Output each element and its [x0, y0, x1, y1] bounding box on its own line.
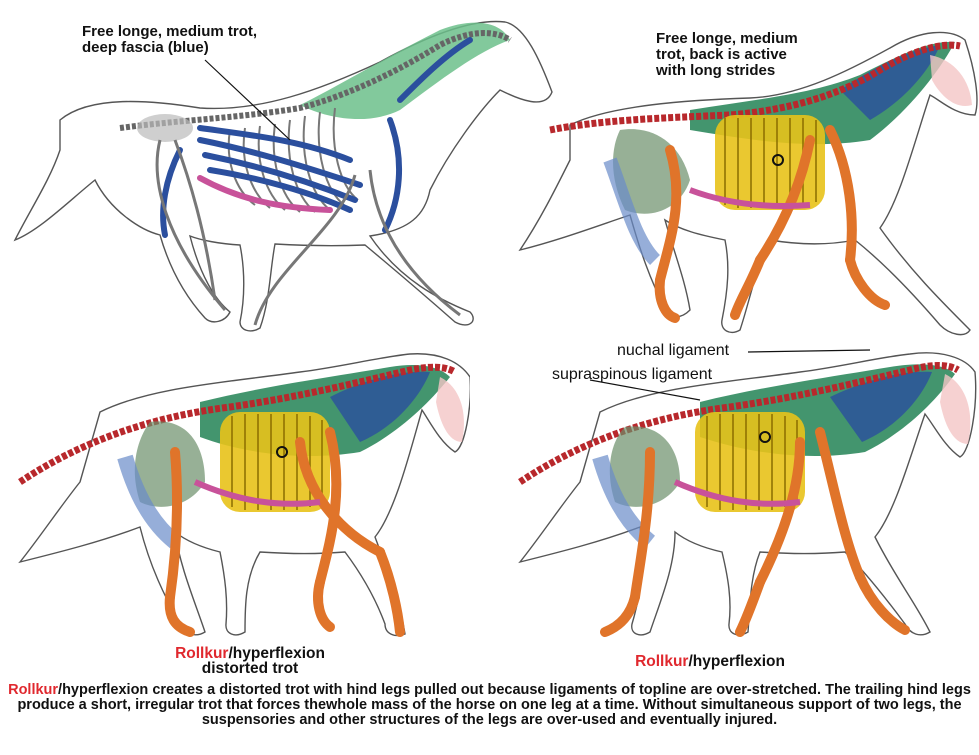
panel-label-top-left: Free longe, medium trot, deep fascia (bl…: [82, 24, 302, 56]
distorted-trot-text: distorted trot: [202, 660, 298, 677]
horse-panel-rollkur-hyperflexion: [500, 342, 979, 642]
horse-panel-rollkur-distorted-trot: [0, 342, 470, 642]
panel-label-top-right: Free longe, medium trot, back is active …: [656, 31, 876, 79]
caption-text: /hyperflexion creates a distorted trot w…: [17, 682, 970, 728]
rollkur-word-bottom-right: Rollkur: [635, 653, 688, 670]
hyperflexion-text-bottom-right: /hyperflexion: [688, 653, 784, 670]
annotation-nuchal-ligament: nuchal ligament: [617, 342, 729, 360]
panel-label-bottom-left: Rollkur/hyperflexion distorted trot: [130, 646, 370, 676]
panel-label-bottom-right: Rollkur/hyperflexion: [600, 654, 820, 669]
caption-rollkur-word: Rollkur: [8, 682, 58, 698]
horse-muscle-illustration-hyperflexion: [500, 342, 979, 642]
explanatory-caption: Rollkur/hyperflexion creates a distorted…: [0, 683, 979, 728]
annotation-supraspinous-ligament: supraspinous ligament: [552, 366, 712, 384]
horse-muscle-illustration-distorted: [0, 342, 470, 642]
